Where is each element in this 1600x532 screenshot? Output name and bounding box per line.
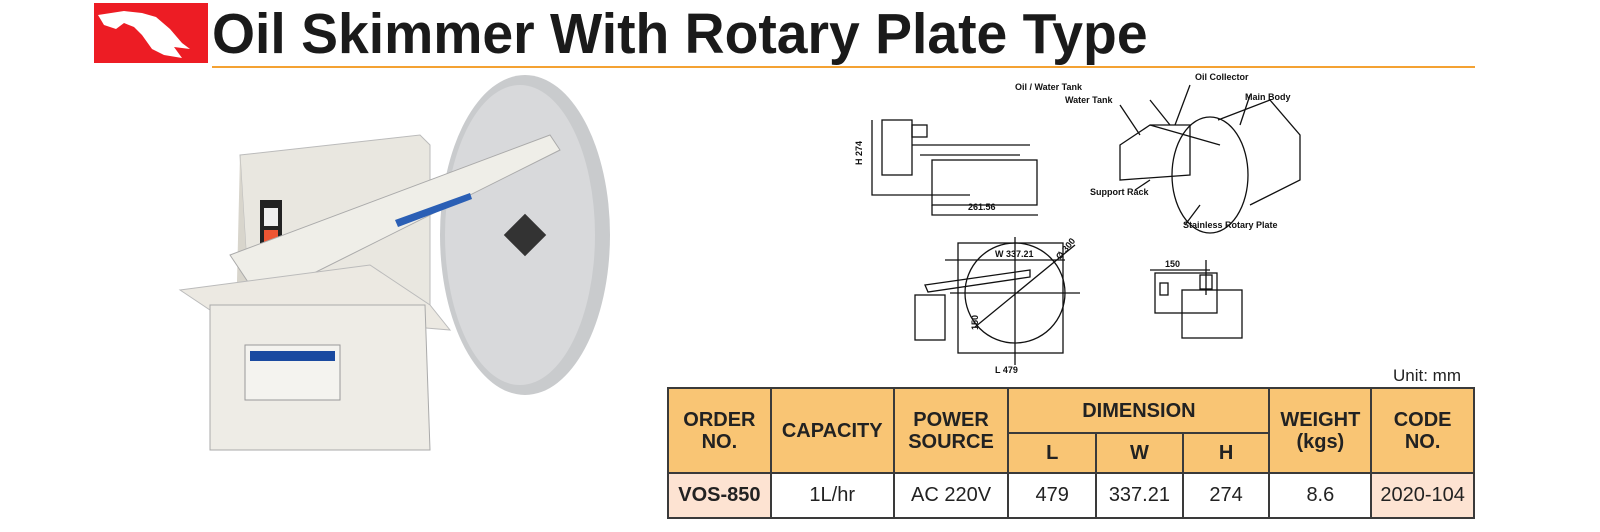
table-row: VOS-850 1L/hr AC 220V 479 337.21 274 8.6… (667, 472, 1475, 519)
cell-code: 2020-104 (1370, 472, 1475, 519)
label-oil-collector: Oil Collector (1195, 72, 1249, 82)
header-capacity: CAPACITY (769, 387, 895, 474)
unit-label: Unit: mm (1393, 366, 1461, 385)
cell-capacity: 1L/hr (769, 472, 895, 519)
dim-height: H 274 (854, 141, 864, 165)
label-rotary-plate: Stainless Rotary Plate (1183, 220, 1278, 230)
dim-side-length: 261.56 (968, 202, 996, 212)
dim-150: 150 (970, 315, 980, 330)
header-dimension: DIMENSION (1007, 387, 1271, 434)
cell-order: VOS-850 (667, 472, 772, 519)
label-main-body: Main Body (1245, 92, 1291, 102)
header-h: H (1181, 432, 1271, 474)
header-weight: WEIGHT(kgs) (1268, 387, 1373, 474)
header-l: L (1007, 432, 1097, 474)
eagle-logo-icon (94, 3, 208, 63)
technical-drawings: H 274 261.56 Oil / Water Tank Oil Collec… (850, 65, 1320, 380)
label-support-rack: Support Rack (1090, 187, 1150, 197)
dim-front-150: 150 (1165, 259, 1180, 269)
cell-l: 479 (1007, 472, 1097, 519)
header-w: W (1095, 432, 1184, 474)
dim-width: W 337.21 (995, 249, 1034, 259)
dim-length: L 479 (995, 365, 1018, 375)
cell-power: AC 220V (892, 472, 1010, 519)
dim-diameter: Ø 300 (1054, 236, 1077, 261)
label-oil-water-tank: Oil / Water Tank (1015, 82, 1083, 92)
product-photo (170, 75, 630, 460)
page-title: Oil Skimmer With Rotary Plate Type (212, 2, 1148, 66)
cell-weight: 8.6 (1268, 472, 1373, 519)
cell-w: 337.21 (1095, 472, 1184, 519)
title-underline (212, 66, 1475, 68)
label-water-tank: Water Tank (1065, 95, 1114, 105)
cell-h: 274 (1181, 472, 1271, 519)
